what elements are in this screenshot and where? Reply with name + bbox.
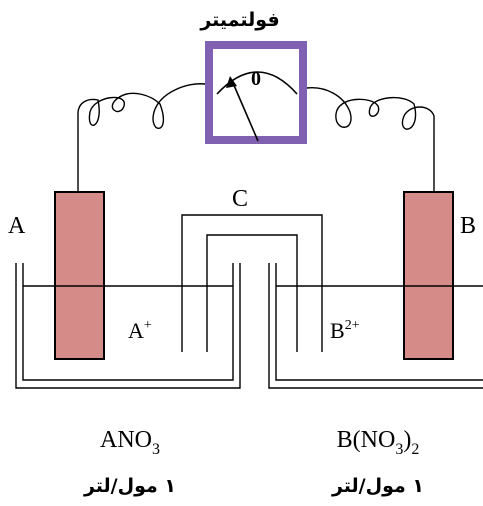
left-beaker-inner [22,263,234,381]
right-beaker [268,263,483,389]
voltmeter-title: فولتميتر [199,9,279,31]
right-beaker-outer [268,263,483,389]
voltmeter-scale-arc [216,71,298,95]
electrode-b [403,191,454,360]
right-concentration: ١ مول/لتر [331,475,424,497]
ion-b-label: B2+ [330,318,360,343]
salt-bridge-inner-wall [206,234,298,352]
right-solution-formula: B(NO3)2 [337,427,420,458]
ion-a-label: A+ [128,318,152,343]
electrode-a-label: A [8,213,26,239]
right-wire [306,87,435,192]
voltmeter-needle [232,82,259,142]
salt-bridge-label: C [232,186,248,212]
needle-arrowhead [226,76,237,88]
voltmeter-face [213,49,299,136]
electrode-a [54,191,105,360]
electrode-b-label: B [460,213,476,239]
right-beaker-inner [275,263,483,381]
voltmeter-reading: 0 [251,68,261,90]
salt-bridge [181,214,323,352]
voltmeter: 0 [205,41,307,144]
left-beaker [15,263,241,389]
salt-bridge-outer-wall [181,214,323,352]
left-concentration: ١ مول/لتر [83,475,176,497]
left-wire [77,83,206,192]
left-solution-formula: ANO3 [100,427,160,458]
left-beaker-outer [15,263,241,389]
